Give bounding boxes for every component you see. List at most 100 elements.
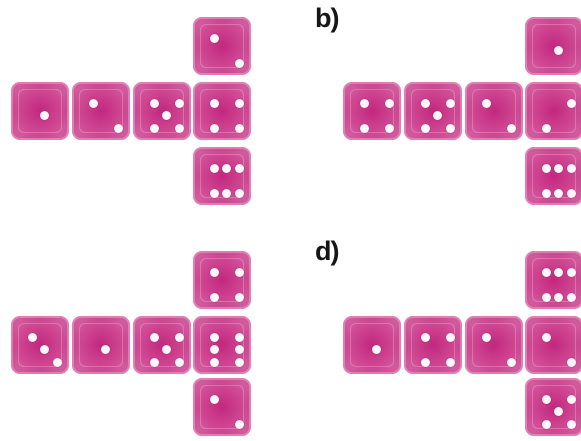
net-b-face-5: [525, 17, 581, 75]
net-a-face-1: [11, 82, 69, 140]
die-pip: [384, 98, 394, 108]
die-pip: [162, 111, 171, 120]
die-pip: [101, 345, 110, 354]
net-a-face-6: [193, 147, 251, 205]
die-pip: [209, 267, 219, 277]
die-pip: [541, 123, 551, 133]
net-d-face-5: [525, 251, 581, 309]
die-pip: [209, 357, 219, 367]
die-pip: [209, 332, 219, 342]
die-pip: [209, 33, 219, 43]
die-pip: [541, 163, 551, 173]
net-d-face-4: [525, 316, 581, 374]
net-d-face-2: [404, 316, 462, 374]
die-pip: [566, 419, 576, 429]
die-pip: [234, 58, 244, 68]
die-pip: [174, 123, 184, 133]
die-pip: [420, 98, 430, 108]
net-b-face-1: [343, 82, 401, 140]
die-pip: [359, 98, 369, 108]
die-pip: [234, 163, 244, 173]
die-pip: [384, 123, 394, 133]
die-pip: [234, 123, 244, 133]
die-pip: [222, 188, 231, 198]
net-b-face-4: [525, 82, 581, 140]
die-pip: [541, 188, 551, 198]
net-a-face-4: [193, 82, 251, 140]
die-pip: [445, 332, 455, 342]
label-d: d): [315, 236, 340, 266]
die-pip: [445, 123, 455, 133]
die-pip: [541, 332, 551, 342]
die-pip: [174, 98, 184, 108]
die-pip: [506, 123, 516, 133]
die-pip: [234, 332, 244, 342]
die-pip: [566, 394, 576, 404]
die-pip: [174, 357, 184, 367]
die-pip: [149, 332, 159, 342]
die-pip: [40, 345, 49, 354]
die-pip: [27, 332, 37, 342]
die-pip: [234, 98, 244, 108]
net-b-face-2: [404, 82, 462, 140]
die-pip: [566, 188, 576, 198]
die-pip: [481, 98, 491, 108]
net-d-face-6: [525, 378, 581, 436]
die-pip: [52, 357, 62, 367]
die-pip: [234, 357, 244, 367]
die-pip: [554, 46, 563, 55]
die-pip: [554, 163, 563, 173]
die-pip: [234, 345, 244, 354]
die-pip: [234, 267, 244, 277]
net-a-face-3: [133, 82, 191, 140]
die-pip: [566, 98, 576, 108]
die-pip: [541, 267, 551, 277]
die-pip: [174, 332, 184, 342]
die-pip: [445, 357, 455, 367]
die-pip: [554, 188, 563, 198]
net-d-face-3: [465, 316, 523, 374]
net-b-face-6: [525, 147, 581, 205]
die-pip: [554, 407, 563, 416]
die-pip: [149, 98, 159, 108]
die-pip: [209, 123, 219, 133]
die-pip: [234, 292, 244, 302]
die-pip: [566, 267, 576, 277]
die-pip: [566, 357, 576, 367]
die-pip: [541, 394, 551, 404]
die-pip: [420, 123, 430, 133]
die-pip: [162, 345, 171, 354]
die-pip: [234, 419, 244, 429]
net-c-face-5: [193, 251, 251, 309]
die-pip: [554, 292, 563, 302]
die-pip: [209, 188, 219, 198]
die-pip: [506, 357, 516, 367]
die-pip: [445, 98, 455, 108]
net-b-face-3: [465, 82, 523, 140]
die-pip: [209, 98, 219, 108]
die-pip: [149, 123, 159, 133]
die-pip: [222, 163, 231, 173]
label-b: b): [315, 3, 340, 33]
die-pip: [433, 111, 442, 120]
net-c-face-6: [193, 378, 251, 436]
die-pip: [541, 419, 551, 429]
die-pip: [566, 163, 576, 173]
die-pip: [554, 267, 563, 277]
die-pip: [88, 98, 98, 108]
net-d-face-1: [343, 316, 401, 374]
die-pip: [209, 292, 219, 302]
net-c-face-1: [11, 316, 69, 374]
die-pip: [209, 345, 219, 354]
die-pip: [209, 394, 219, 404]
die-pip: [372, 345, 381, 354]
die-pip: [113, 123, 123, 133]
net-a-face-5: [193, 17, 251, 75]
die-pip: [234, 188, 244, 198]
die-pip: [359, 123, 369, 133]
die-pip: [209, 163, 219, 173]
net-a-face-2: [72, 82, 130, 140]
die-pip: [541, 292, 551, 302]
die-pip: [566, 292, 576, 302]
die-pip: [420, 357, 430, 367]
